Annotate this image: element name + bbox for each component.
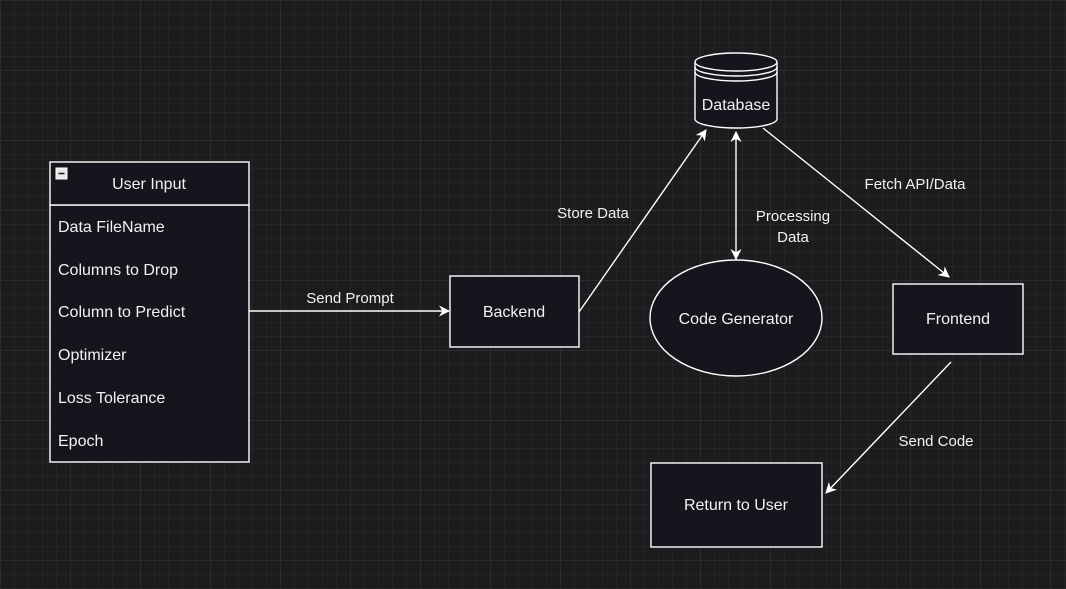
frontend-node[interactable]: Frontend	[892, 283, 1024, 355]
frontend-label: Frontend	[926, 311, 990, 328]
backend-label: Backend	[483, 304, 545, 321]
collapse-icon[interactable]	[55, 167, 68, 180]
user-input-entity[interactable]: User Input Data FileName Columns to Drop…	[49, 161, 250, 463]
label-send-prompt: Send Prompt	[306, 290, 394, 307]
edge-send-code[interactable]	[825, 361, 952, 494]
label-store-data: Store Data	[557, 205, 629, 222]
label-fetch-api: Fetch API/Data	[865, 176, 967, 193]
return-to-user-node[interactable]: Return to User	[650, 462, 823, 548]
user-input-title: User Input	[112, 176, 186, 193]
field-loss-tolerance[interactable]: Loss Tolerance	[58, 390, 165, 407]
edge-fetch-api[interactable]	[762, 127, 950, 278]
edge-store-data[interactable]	[578, 129, 707, 313]
user-input-header[interactable]	[49, 161, 250, 206]
label-processing-data: Data	[777, 229, 809, 246]
user-input-body	[49, 204, 250, 463]
database-label: Database	[702, 97, 771, 114]
code-generator-label: Code Generator	[679, 311, 794, 328]
database-node[interactable]: Database	[694, 52, 778, 129]
field-column-to-predict[interactable]: Column to Predict	[58, 304, 186, 321]
field-data-filename[interactable]: Data FileName	[58, 219, 165, 236]
field-columns-to-drop[interactable]: Columns to Drop	[58, 262, 178, 279]
field-optimizer[interactable]: Optimizer	[58, 347, 127, 364]
label-send-code: Send Code	[898, 433, 973, 450]
label-processing: Processing	[756, 208, 830, 225]
code-generator-node[interactable]: Code Generator	[649, 259, 823, 377]
backend-node[interactable]: Backend	[449, 275, 580, 348]
return-to-user-label: Return to User	[684, 497, 789, 514]
field-epoch[interactable]: Epoch	[58, 433, 103, 450]
